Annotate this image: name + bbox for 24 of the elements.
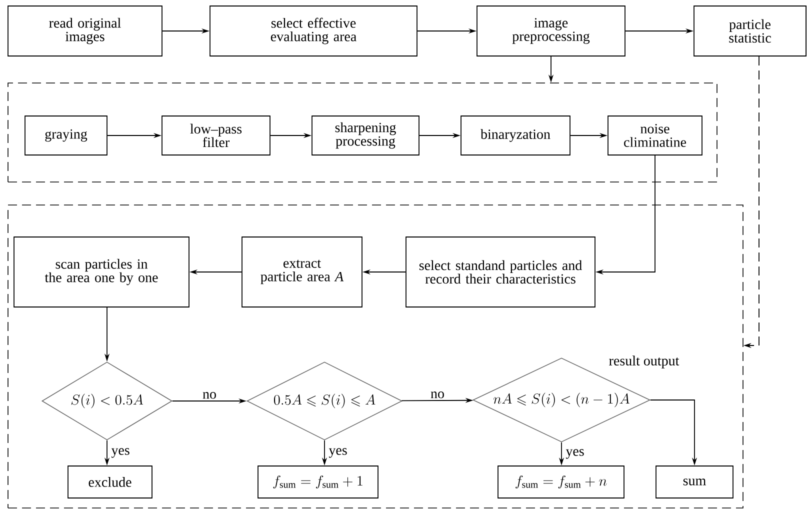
dashed-group-box: [8, 82, 718, 182]
edge-label: yes: [328, 448, 347, 458]
process-box: $f_{\mathrm{sum}}=f_{\mathrm{sum}}+n$: [498, 466, 624, 498]
note-label: result output: [609, 356, 680, 368]
process-box: select effective evaluating area: [210, 6, 418, 56]
process-box: particle statistic: [694, 6, 806, 56]
process-box: extract particle area A: [242, 236, 362, 308]
edge-label: yes: [111, 448, 130, 458]
process-box: sharpening processing: [312, 116, 420, 156]
dashed-group-box: [8, 204, 744, 508]
process-box: sum: [656, 466, 734, 498]
edge-label: no: [430, 392, 444, 398]
process-box: low–pass filter: [162, 116, 270, 156]
process-box: $f_{\mathrm{sum}}=f_{\mathrm{sum}}+1$: [258, 466, 378, 498]
process-box: graying: [24, 116, 108, 156]
edge-label: no: [202, 392, 216, 399]
process-box: select standand particles and record their characteristics: [406, 236, 596, 308]
process-box: read original images: [8, 6, 162, 56]
process-box: binaryzation: [460, 116, 570, 156]
edge-label: yes: [566, 449, 584, 459]
process-box: noise climinatine: [608, 116, 702, 156]
process-box: exclude: [68, 466, 152, 498]
process-box: image preprocessing: [476, 6, 626, 56]
process-box: scan particles in the area one by one: [14, 236, 190, 308]
